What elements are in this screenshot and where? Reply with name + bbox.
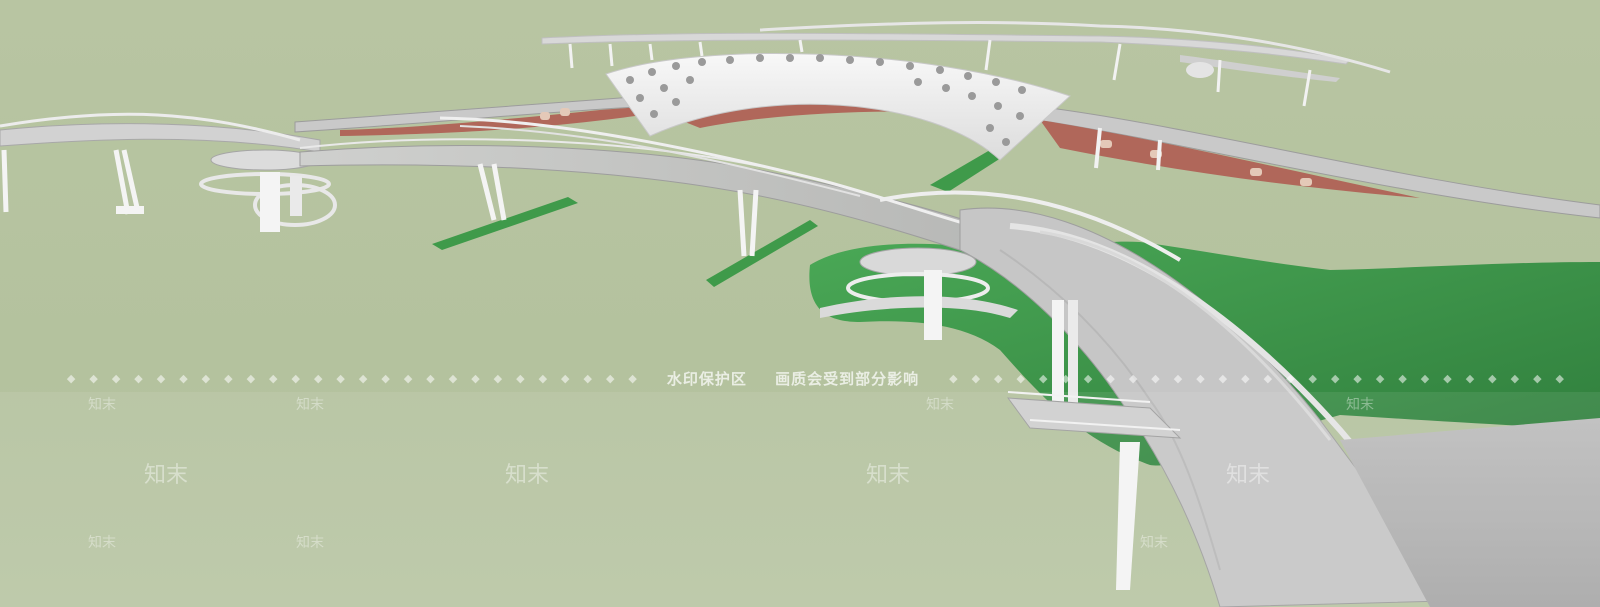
main-curved-deck <box>299 116 1483 607</box>
far-upper-bridge <box>541 21 1391 107</box>
mid-spiral-stair <box>820 247 1018 340</box>
left-spiral-stair <box>199 149 337 232</box>
lower-platform <box>1006 391 1600 607</box>
perforated-arch <box>605 52 1071 161</box>
left-walkway <box>0 112 321 215</box>
